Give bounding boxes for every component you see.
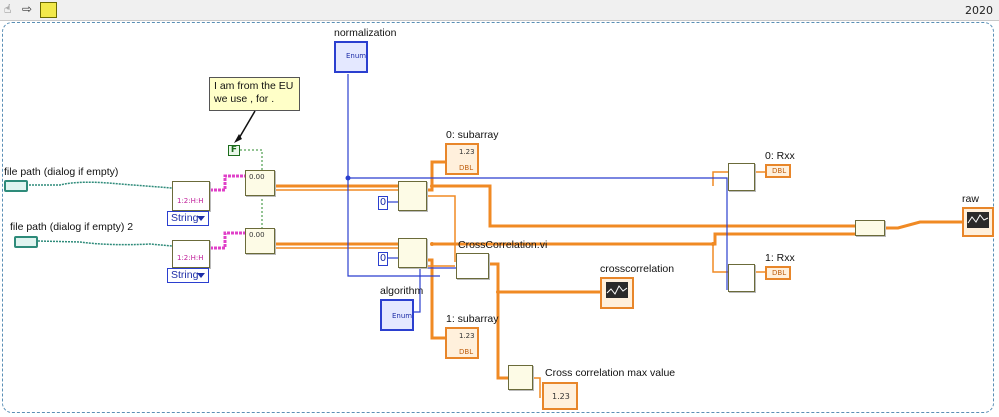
subarray-1-indicator: 1.23 DBL (445, 327, 479, 359)
run-icon[interactable] (40, 2, 57, 18)
file-path-1-label: file path (dialog if empty) (4, 166, 119, 178)
normalization-label: normalization (334, 27, 397, 39)
string-to-array-node-2[interactable]: 0.00 (245, 228, 275, 254)
read-spreadsheet-node-1[interactable]: 1:2:H:H (172, 181, 210, 211)
comment-box: I am from the EU we use , for . (209, 77, 300, 111)
chevron-down-icon (197, 273, 205, 278)
autocorrelation-node-1[interactable] (728, 264, 755, 292)
subarray-0-label: 0: subarray (446, 129, 499, 141)
comment-line-1: I am from the EU (214, 80, 294, 92)
string-selector-2[interactable]: String (167, 268, 209, 283)
crosscorrelation-label: crosscorrelation (600, 263, 675, 275)
read-spreadsheet-node-2[interactable]: 1:2:H:H (172, 240, 210, 268)
crosscorrelation-graph-indicator (600, 277, 634, 309)
chevron-down-icon (197, 216, 205, 221)
hand-icon[interactable]: ☝ (4, 2, 12, 16)
rxx-0-label: 0: Rxx (765, 150, 795, 162)
file-path-2-label: file path (dialog if empty) 2 (10, 221, 134, 233)
crosscorrelation-vi-node[interactable] (456, 253, 489, 279)
max-value-label: Cross correlation max value (545, 367, 676, 379)
max-value-indicator: 1.23 (542, 382, 578, 410)
arrow-right-icon[interactable]: ⇨ (22, 2, 33, 16)
autocorrelation-node-0[interactable] (728, 163, 755, 191)
algorithm-enum-control[interactable]: Enum (380, 299, 414, 331)
string-to-array-node-1[interactable]: 0.00 (245, 170, 275, 196)
array-max-min-node[interactable] (508, 365, 533, 390)
enum-text: Enum (346, 52, 367, 60)
comment-line-2: we use , for . (214, 93, 275, 105)
file-path-1-control[interactable] (4, 180, 28, 192)
raw-graph-indicator (962, 207, 994, 237)
string-selector-1[interactable]: String (167, 211, 209, 226)
algorithm-label: algorithm (380, 285, 424, 297)
graph-icon (967, 212, 989, 228)
subarray-1-label: 1: subarray (446, 313, 499, 325)
graph-icon (606, 282, 628, 298)
build-array-node[interactable] (855, 220, 885, 236)
toolbar: ☝ ⇨ 2020 (0, 0, 999, 21)
raw-label: raw (962, 193, 979, 205)
array-subset-node-1[interactable] (398, 181, 427, 211)
rxx-1-label: 1: Rxx (765, 252, 795, 264)
false-constant[interactable]: F (228, 145, 240, 156)
subarray-0-indicator: 1.23 DBL (445, 143, 479, 175)
index-constant-1[interactable]: 0 (378, 196, 388, 210)
file-path-2-control[interactable] (14, 236, 38, 248)
array-subset-node-2[interactable] (398, 238, 427, 268)
index-constant-2[interactable]: 0 (378, 252, 388, 266)
version-year: 2020 (965, 4, 993, 17)
normalization-enum-control[interactable]: Enum (334, 41, 368, 73)
rxx-1-indicator: DBL (765, 266, 791, 280)
crosscorrelation-vi-label: CrossCorrelation.vi (458, 239, 548, 251)
rxx-0-indicator: DBL (765, 164, 791, 178)
